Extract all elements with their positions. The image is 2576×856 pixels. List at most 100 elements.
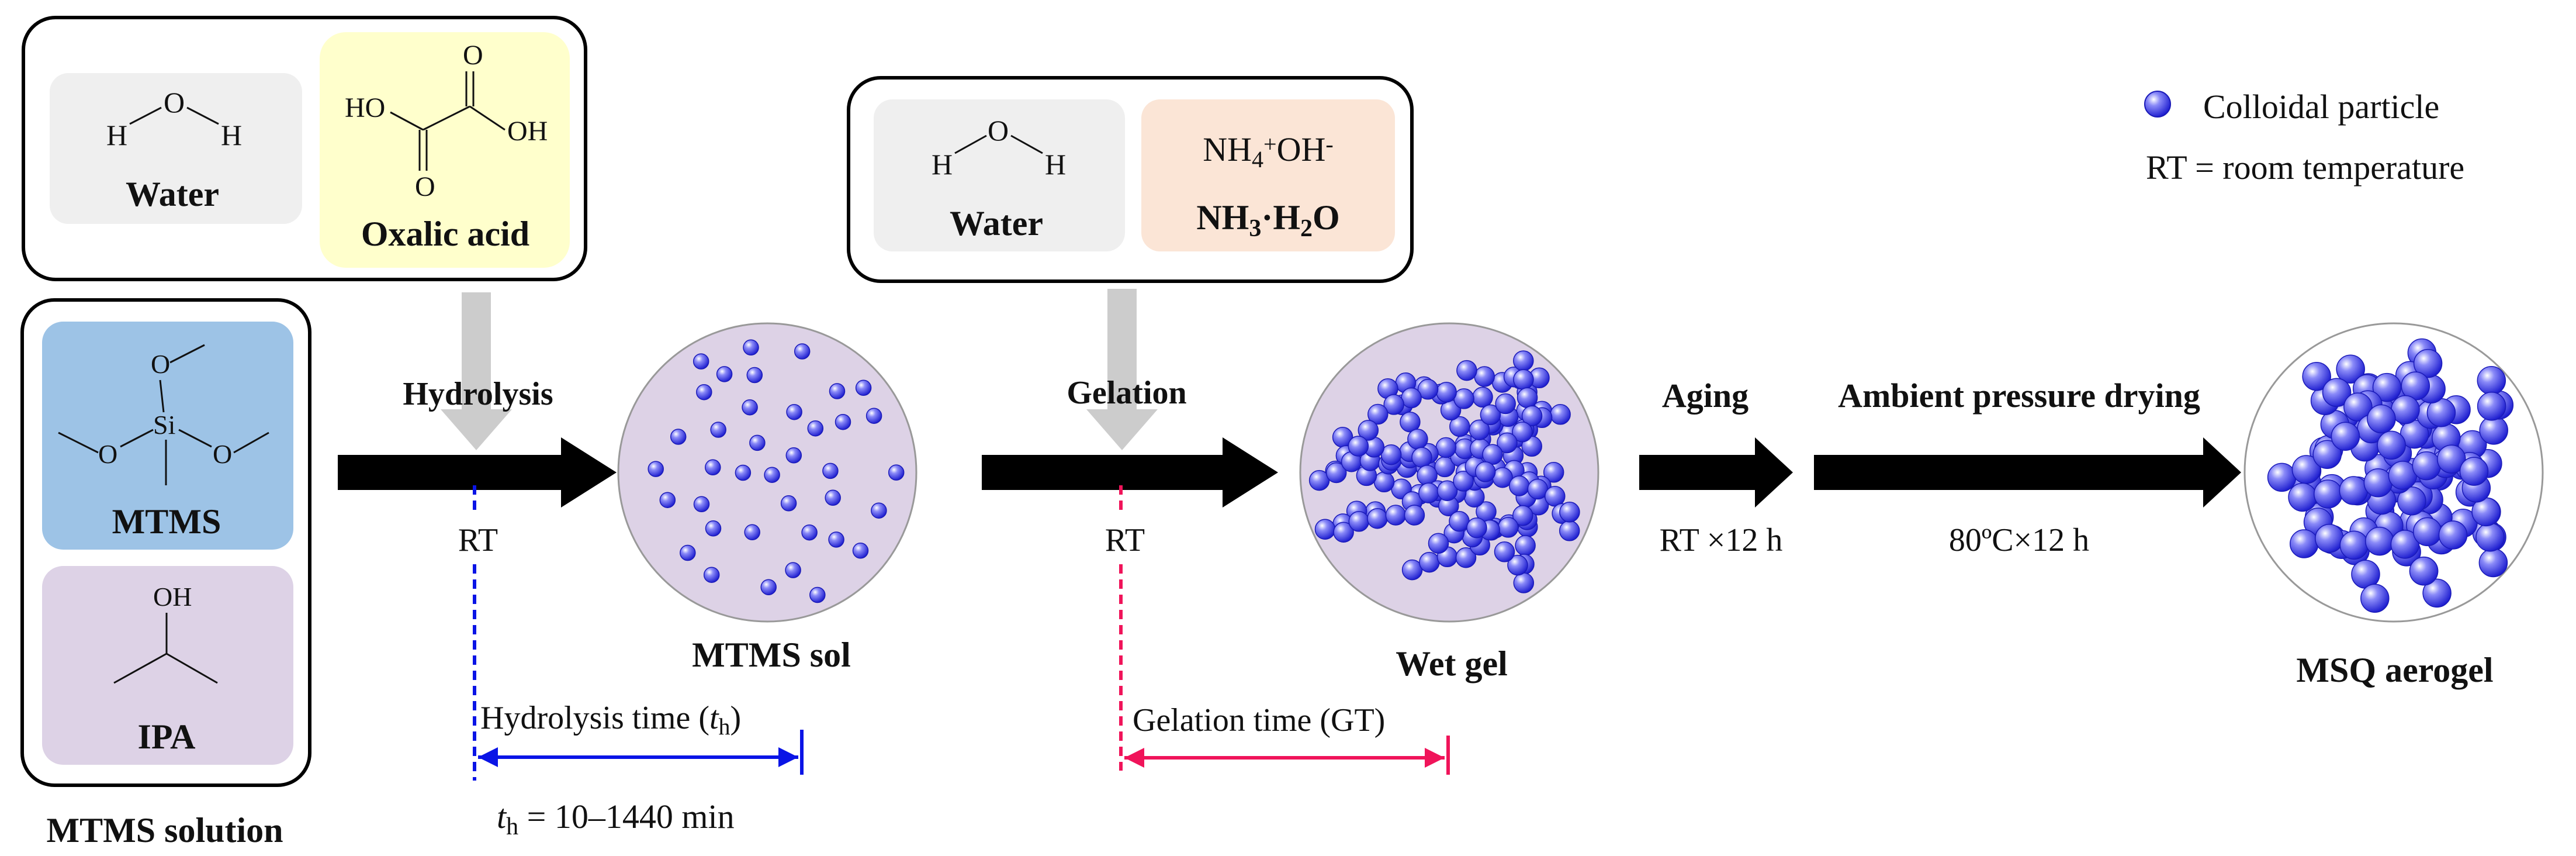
gelation-time-label: Gelation time (GT)	[1133, 702, 1385, 738]
gel-particle	[1507, 554, 1528, 576]
gel-particle	[1495, 393, 1516, 415]
mtms-atom-o2: O	[98, 439, 117, 469]
drying-label: Ambient pressure drying	[1838, 377, 2200, 415]
water-label: Water	[126, 175, 219, 213]
sol-particle	[829, 383, 846, 399]
sol-particle	[835, 413, 851, 430]
aerogel-particle	[2459, 457, 2489, 486]
gel-particle	[1559, 502, 1580, 523]
oxalic-atom-oh: OH	[507, 116, 548, 147]
arrow-hydrolysis	[338, 437, 617, 508]
gel-particle	[1418, 482, 1439, 503]
mtms-atom-si: Si	[153, 410, 175, 440]
oxalic-atom-ho: HO	[345, 92, 385, 123]
sol-particle	[705, 520, 722, 537]
sol-particle	[828, 531, 844, 548]
mtms-label: MTMS	[112, 502, 221, 541]
aerogel-particle	[2413, 348, 2443, 378]
gel-particle	[1559, 520, 1580, 541]
gel-particle	[1358, 420, 1379, 441]
gel-particle	[1449, 510, 1470, 532]
aerogel-particle	[2363, 468, 2393, 498]
sol-particle	[809, 586, 826, 603]
sol-particle	[693, 496, 710, 513]
aerogel-particle	[2397, 486, 2426, 516]
water2-label: Water	[950, 204, 1043, 243]
gel-particle	[1404, 505, 1425, 526]
gelation-condition: RT	[1105, 522, 1145, 558]
ipa-box	[42, 566, 293, 765]
ipa-label: IPA	[138, 717, 196, 756]
aerogel-particle	[2477, 366, 2506, 395]
gel-particle	[1325, 462, 1347, 484]
gel-particle	[1474, 366, 1495, 387]
gel-particle	[1367, 403, 1389, 425]
aerogel-particle	[2288, 482, 2317, 512]
mtms-atom-o1: O	[151, 349, 170, 379]
gel-particle	[1543, 462, 1564, 483]
gel-particle	[1474, 461, 1496, 482]
sol-particle	[744, 524, 760, 541]
hydrolysis-time-label: Hydrolysis time (th)	[480, 700, 741, 740]
sol-particle	[705, 459, 721, 476]
sol-particle	[865, 408, 882, 424]
gel-particle	[1498, 517, 1519, 538]
ammonia-box	[1141, 99, 1395, 251]
gel-particle	[1373, 471, 1395, 493]
gel-particle	[1456, 360, 1477, 381]
sol-particle	[742, 399, 758, 416]
gel-particle	[1513, 572, 1535, 593]
ammonium-hydroxide-formula: NH4+OH-	[1203, 130, 1333, 172]
gelation-label: Gelation	[1067, 375, 1186, 411]
gel-particle	[1516, 387, 1538, 409]
gel-particle	[1550, 404, 1571, 425]
gel-particle	[1308, 470, 1330, 491]
sol-particles	[648, 339, 905, 603]
wet-gel-label: Wet gel	[1396, 644, 1508, 683]
gel-particle	[1513, 350, 1534, 371]
feed-arrow-gelation	[1086, 289, 1158, 450]
gel-particle	[1333, 522, 1354, 543]
sol-particle	[888, 464, 905, 481]
sol-particle	[764, 467, 780, 483]
gel-particle	[1509, 475, 1530, 496]
gel-particle	[1521, 405, 1543, 427]
gel-particle	[1314, 519, 1336, 540]
gel-particle	[1348, 436, 1369, 457]
aerogel-particle	[2339, 476, 2369, 505]
water2-atom-h1: H	[932, 148, 953, 181]
gel-particle	[1417, 379, 1439, 400]
gel-particle	[1472, 386, 1493, 408]
aerogel-particle	[2312, 440, 2342, 470]
sol-particle	[786, 403, 802, 420]
sol-particle	[670, 429, 687, 445]
aerogel-particle	[2267, 462, 2297, 492]
hydrolysis-label: Hydrolysis	[403, 376, 553, 412]
gel-particle	[1466, 517, 1487, 539]
sol-particle	[871, 502, 887, 519]
gel-particle	[1407, 429, 1428, 450]
wet-gel-particles	[1308, 350, 1580, 593]
oxalic-atom-o-bottom: O	[415, 171, 435, 202]
ipa-atom-oh: OH	[153, 582, 192, 612]
sol-particle	[785, 562, 801, 578]
gel-particle	[1348, 511, 1370, 532]
th-range-label: th = 10–1440 min	[497, 798, 735, 840]
gel-particle	[1512, 505, 1533, 526]
sol-particle	[659, 492, 676, 508]
gel-particle	[1515, 535, 1536, 556]
arrow-drying	[1814, 437, 2241, 508]
gel-particle	[1521, 436, 1542, 457]
aerogel-particle	[2413, 517, 2442, 547]
msq-aerogel-label: MSQ aerogel	[2296, 651, 2493, 689]
aerogel-particle	[2372, 372, 2402, 402]
gel-particle	[1428, 533, 1449, 554]
sol-particle	[852, 543, 869, 559]
gel-particle	[1453, 388, 1474, 409]
gel-particle	[1469, 419, 1490, 440]
sol-particle	[648, 461, 664, 477]
reagent-box-hydrolysis: H O H Water HO O O OH Oxalic acid	[22, 16, 587, 281]
gel-particle	[1419, 551, 1440, 573]
aerogel-particle	[2360, 584, 2390, 613]
sol-particle	[807, 420, 824, 437]
